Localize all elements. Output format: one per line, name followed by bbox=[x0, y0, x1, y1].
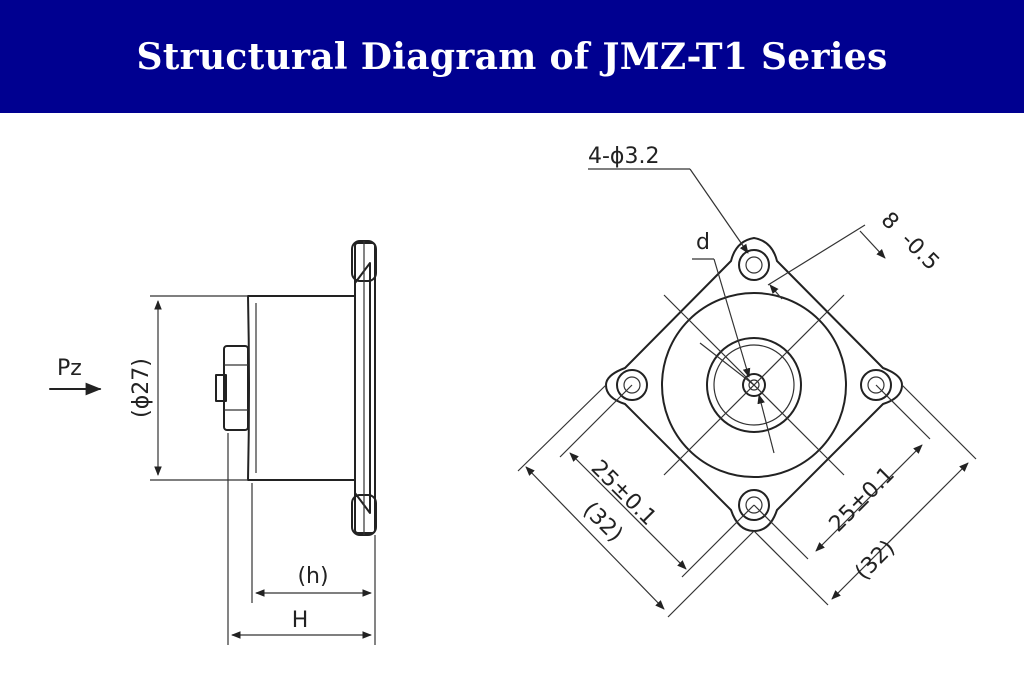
top-view: 4-ϕ3.2 d 8 -0.5 25±0.1 ( bbox=[517, 144, 977, 618]
diameter-dimension: (ϕ27) bbox=[129, 295, 248, 481]
depth-callout: 8 -0.5 bbox=[767, 208, 944, 300]
inner-height-label: (h) bbox=[297, 564, 328, 589]
force-indicator: Pz bbox=[49, 356, 102, 396]
tolerance-label: -0.5 bbox=[896, 228, 944, 276]
height-dimensions: (h) H bbox=[227, 433, 376, 645]
page-title: Structural Diagram of JMZ-T1 Series bbox=[136, 35, 888, 78]
title-banner: Structural Diagram of JMZ-T1 Series bbox=[0, 0, 1024, 113]
body-circles bbox=[661, 292, 847, 478]
mounting-flange bbox=[351, 240, 377, 536]
loading-nut bbox=[215, 345, 249, 431]
height-label: H bbox=[292, 608, 309, 633]
force-label: Pz bbox=[57, 356, 82, 381]
holes-callout: 4-ϕ3.2 bbox=[588, 144, 749, 254]
depth-label: 8 bbox=[876, 208, 904, 236]
d-callout: d bbox=[692, 230, 775, 454]
outer-right-label: (32) bbox=[851, 536, 901, 586]
hole-top bbox=[738, 249, 770, 281]
holes-label: 4-ϕ3.2 bbox=[588, 144, 659, 169]
d-label: d bbox=[696, 230, 710, 255]
structural-drawing: (ϕ27) Pz (h) H bbox=[49, 144, 977, 645]
hole-right bbox=[860, 369, 892, 401]
hole-bottom bbox=[738, 489, 770, 521]
side-view: (ϕ27) Pz (h) H bbox=[49, 240, 377, 645]
diameter-label: (ϕ27) bbox=[129, 358, 154, 418]
spacing-right-label: 25±0.1 bbox=[825, 462, 900, 537]
mounting-holes bbox=[616, 249, 892, 521]
hole-left bbox=[616, 369, 648, 401]
center-hole bbox=[742, 373, 766, 397]
sensor-body bbox=[247, 295, 356, 481]
center-lines bbox=[663, 294, 845, 476]
